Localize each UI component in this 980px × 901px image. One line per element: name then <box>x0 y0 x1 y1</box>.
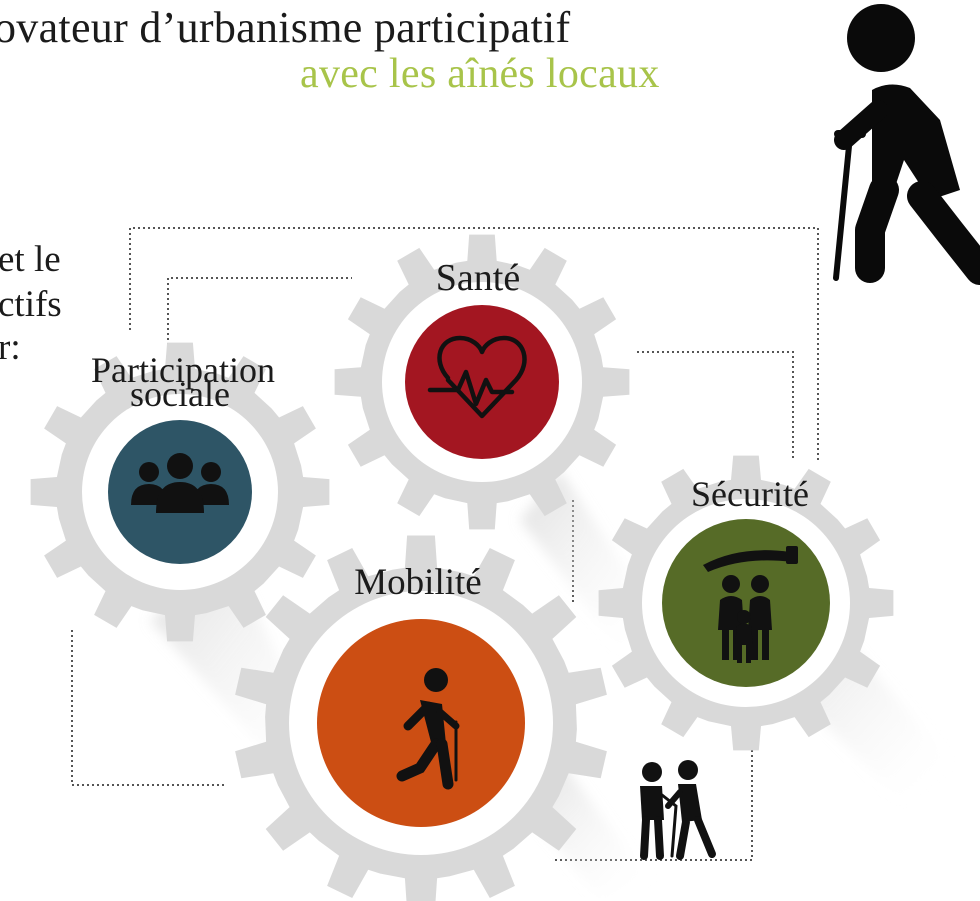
gear-label-sociale: sociale <box>130 374 230 414</box>
side-text-line-2: ctifs <box>0 284 62 325</box>
protected-family-icon <box>703 546 798 663</box>
gear-label-participation: Participation <box>91 350 275 390</box>
title-line-2: avec les aînés locaux <box>300 51 660 97</box>
side-text-line-3: r: <box>0 327 21 368</box>
walking-elder-icon <box>833 4 980 285</box>
gear-label-sante: Santé <box>436 257 520 299</box>
title-line-1: ovateur d’urbanisme participatif <box>0 3 571 52</box>
people-group-icon <box>131 453 229 513</box>
elderly-couple-icon <box>640 760 716 860</box>
mobilite-circle <box>317 619 525 827</box>
sante-circle <box>405 305 559 459</box>
hiker-with-cane-icon <box>396 668 460 790</box>
gear-label-mobilite: Mobilité <box>354 562 481 603</box>
heart-pulse-icon <box>427 335 527 419</box>
side-text-line-1: et le <box>0 239 61 280</box>
gear-label-securite: Sécurité <box>691 474 809 514</box>
